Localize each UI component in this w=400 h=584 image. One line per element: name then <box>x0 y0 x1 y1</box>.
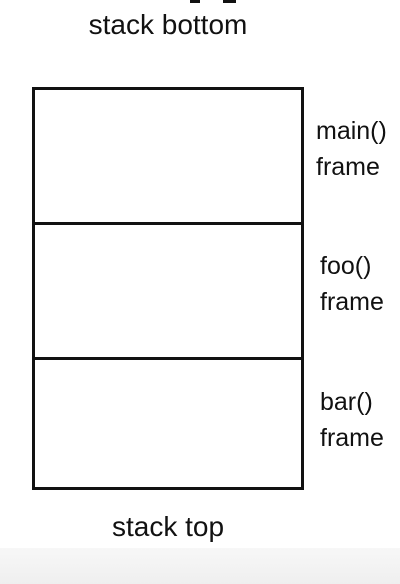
foo-frame-label: foo() frame <box>320 248 384 320</box>
stack-frame-main <box>35 90 301 222</box>
foo-frame-name: foo() <box>320 252 372 280</box>
main-frame-label: main() frame <box>316 113 387 185</box>
foo-frame-kind: frame <box>320 288 384 316</box>
stack-diagram <box>32 87 304 490</box>
bottom-background-strip <box>0 548 400 584</box>
cropped-text-fragment <box>190 0 200 3</box>
stack-frame-bar <box>35 357 301 487</box>
bar-frame-kind: frame <box>320 424 384 452</box>
stack-frame-foo <box>35 222 301 357</box>
main-frame-name: main() <box>316 117 387 145</box>
bar-frame-label: bar() frame <box>320 384 384 456</box>
cropped-text-fragment <box>223 0 236 3</box>
stack-top-caption: stack top <box>111 511 225 542</box>
bar-frame-name: bar() <box>320 388 373 416</box>
main-frame-kind: frame <box>316 153 380 181</box>
stack-bottom-caption: stack bottom <box>88 9 248 40</box>
